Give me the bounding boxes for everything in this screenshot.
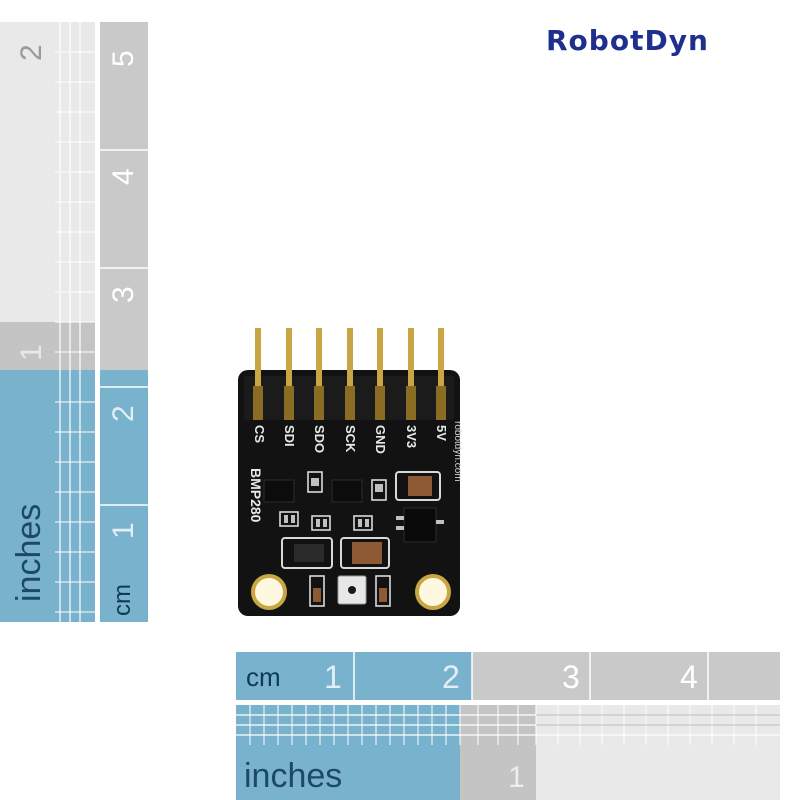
h-cm-number-1: 1 xyxy=(324,659,342,695)
inch-number-2: 2 xyxy=(15,44,48,61)
model-label: BMP280 xyxy=(248,468,264,523)
pin-label-sck: SCK xyxy=(343,425,358,453)
h-cm-number-3: 3 xyxy=(562,659,580,695)
h-cm-number-4: 4 xyxy=(680,659,698,695)
horizontal-inch-ticks xyxy=(236,705,780,745)
bmp280-module: CS SDI SDO SCK GND 3V3 5V BMP280 robotdy… xyxy=(236,320,463,620)
h-cm-label: cm xyxy=(246,662,281,692)
pin-label-gnd: GND xyxy=(373,425,388,454)
cm-label: cm xyxy=(109,584,136,616)
robotdyn-logo: RobotDyn xyxy=(546,24,709,57)
pin-label-cs: CS xyxy=(252,425,267,444)
h-inch-number-1: 1 xyxy=(508,761,525,794)
pin-label-3v3: 3V3 xyxy=(404,425,419,449)
cm-number-2: 2 xyxy=(107,405,140,422)
cm-number-5: 5 xyxy=(107,50,140,67)
horizontal-inch-ruler: inches 1 xyxy=(236,705,780,800)
cm-number-3: 3 xyxy=(107,286,140,303)
horizontal-cm-ruler: cm 1 2 3 4 xyxy=(236,652,780,700)
vertical-cm-ticks xyxy=(100,149,148,506)
inch-number-1: 1 xyxy=(15,344,48,361)
inch-label: inches xyxy=(10,503,48,602)
pin-label-sdi: SDI xyxy=(282,425,297,447)
horizontal-cm-ticks xyxy=(353,652,709,700)
cm-number-1: 1 xyxy=(107,522,140,539)
vertical-inch-ruler: 2 1 inches xyxy=(0,22,95,622)
vertical-inch-ticks xyxy=(55,22,95,622)
bmp280-board-graphic xyxy=(238,328,460,616)
vertical-cm-ruler: 5 4 3 2 1 cm xyxy=(100,22,148,622)
cm-number-4: 4 xyxy=(107,168,140,185)
pin-label-sdo: SDO xyxy=(312,425,327,454)
h-cm-number-2: 2 xyxy=(442,659,460,695)
h-inch-label: inches xyxy=(244,757,343,795)
website-label: robotdyn.com xyxy=(452,421,463,482)
pin-label-5v: 5V xyxy=(434,425,449,441)
